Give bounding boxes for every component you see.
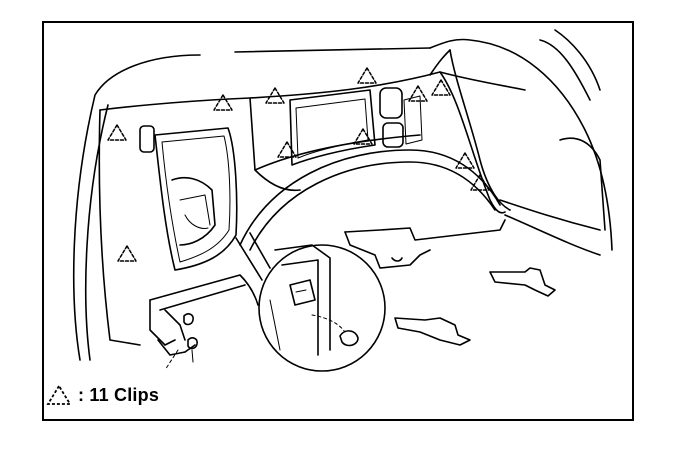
wheel-house <box>239 149 506 269</box>
clip-marker <box>408 85 428 102</box>
clip-marker <box>265 87 285 104</box>
clip-callout-small <box>164 313 198 371</box>
legend: : 11 Clips <box>46 384 159 406</box>
illustration-frame <box>42 21 634 421</box>
clip-marker <box>357 67 377 84</box>
clip-marker <box>117 245 137 262</box>
vehicle-body-outline <box>72 29 613 361</box>
clip-marker <box>353 128 373 145</box>
clip-marker <box>213 94 233 111</box>
clip-marker <box>455 152 475 169</box>
floor-tie-down-anchors <box>394 267 556 346</box>
door-opening <box>139 125 259 356</box>
clip-marker <box>470 174 490 191</box>
magnified-detail-circle <box>235 232 386 372</box>
legend-label: : 11 Clips <box>78 384 160 405</box>
clip-marker <box>431 79 451 96</box>
quarter-trim-panel <box>98 49 526 346</box>
clip-marker <box>277 141 297 158</box>
dashed-triangle-clip-icon <box>46 384 72 405</box>
clip-marker <box>107 124 127 141</box>
clip-markers <box>107 67 490 262</box>
